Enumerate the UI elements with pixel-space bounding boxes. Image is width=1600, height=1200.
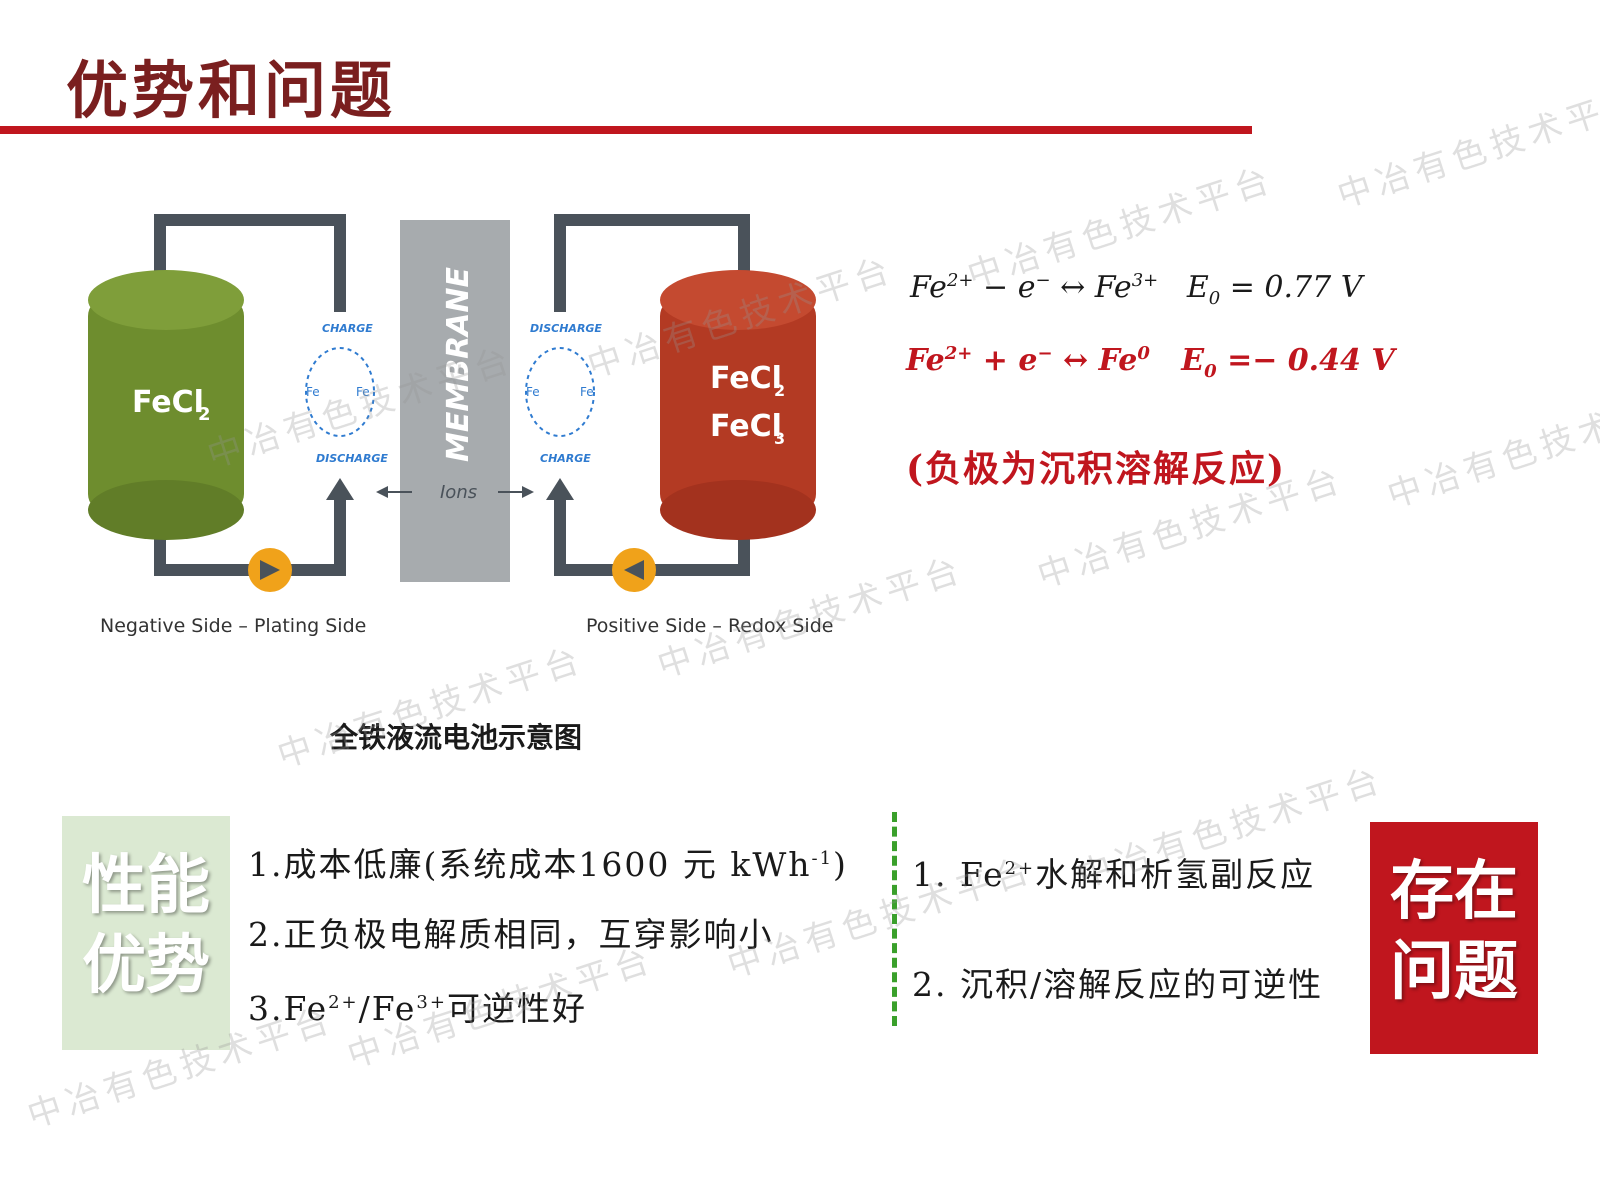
eq1-electron-charge: − xyxy=(1035,270,1051,291)
watermark: 中冶有色技术平台 xyxy=(1332,79,1600,217)
pos-ion-loop xyxy=(525,347,595,437)
pos-pump-arrow xyxy=(624,560,644,580)
advantage-item-1-close: ) xyxy=(833,845,848,884)
pos-ion-b: Fe xyxy=(580,385,594,399)
neg-pump-arrow xyxy=(260,560,280,580)
problem-item-1-a: 1. Fe xyxy=(912,855,1005,894)
negative-side-label: Negative Side – Plating Side xyxy=(100,615,366,637)
eq1-species: Fe xyxy=(910,270,947,305)
eq1-product: ↔ Fe xyxy=(1050,270,1132,305)
eq2-potential-value: =− 0.44 V xyxy=(1216,343,1395,378)
advantages-label-line2: 优势 xyxy=(82,929,210,1003)
diagram-caption: 全铁液流电池示意图 xyxy=(330,721,583,754)
pos-discharge-label: DISCHARGE xyxy=(530,322,602,335)
membrane xyxy=(400,220,510,582)
eq2-potential-sub: 0 xyxy=(1204,361,1217,382)
advantage-item-3-a: 3.Fe xyxy=(248,989,329,1028)
advantages-badge xyxy=(62,816,230,1050)
eq2-operator: + e xyxy=(972,343,1038,378)
eq1-potential-sub: 0 xyxy=(1208,288,1221,309)
neg-ion-b: Fe xyxy=(356,385,370,399)
positive-side-label: Positive Side – Redox Side xyxy=(586,615,833,637)
page-title: 优势和问题 xyxy=(66,54,397,127)
equation-note: (负极为沉积溶解反应) xyxy=(906,448,1287,490)
pos-ion-a: Fe xyxy=(526,385,540,399)
eq1-potential-value: = 0.77 V xyxy=(1220,270,1363,305)
membrane-label: MEMBRANE xyxy=(441,267,476,462)
pos-tank-label-2: FeCl xyxy=(710,409,782,444)
negative-tank xyxy=(88,270,244,540)
problems-badge xyxy=(1370,822,1538,1054)
advantage-item-3-sup2: 3+ xyxy=(416,992,447,1013)
title-underline xyxy=(0,126,1252,134)
neg-top-pipe xyxy=(154,214,346,312)
pos-tank-label-1-sub: 2 xyxy=(774,381,785,400)
eq2-potential-symbol: E xyxy=(1181,343,1205,378)
eq1-product-charge: 3+ xyxy=(1131,270,1159,291)
advantage-item-3-c: 可逆性好 xyxy=(446,989,587,1028)
problem-item-2: 2. 沉积/溶解反应的可逆性 xyxy=(912,965,1324,1004)
section-divider xyxy=(892,812,897,1026)
problems-label-line1: 存在 xyxy=(1390,855,1518,929)
advantages-label-line1: 性能 xyxy=(82,849,210,923)
problem-item-1: 1. Fe2+水解和析氢副反应 xyxy=(912,848,1315,896)
eq1-potential-symbol: E xyxy=(1186,270,1209,305)
eq2-species: Fe xyxy=(906,343,945,378)
positive-tank xyxy=(660,270,816,540)
problems-label: 存在 问题 xyxy=(1370,852,1538,1012)
pos-bottom-pipe-arrow xyxy=(546,478,574,500)
pos-top-pipe xyxy=(554,214,750,312)
problems-label-line2: 问题 xyxy=(1390,935,1518,1009)
neg-ion-loop xyxy=(305,347,375,437)
neg-discharge-label: DISCHARGE xyxy=(316,452,388,465)
eq2-product: ↔ Fe xyxy=(1052,343,1138,378)
watermark: 中冶有色技术平台 xyxy=(1382,379,1600,517)
advantage-item-2: 2.正负极电解质相同，互穿影响小 xyxy=(248,915,774,954)
advantage-item-3-sup1: 2+ xyxy=(328,992,359,1013)
equation-negative: Fe2+ + e− ↔ Fe0 E0 =− 0.44 V xyxy=(906,343,1395,382)
eq1-species-charge: 2+ xyxy=(946,270,974,291)
ions-label: Ions xyxy=(440,482,477,503)
advantage-item-3: 3.Fe2+/Fe3+可逆性好 xyxy=(248,982,587,1030)
eq1-operator: − e xyxy=(973,270,1036,305)
neg-bottom-pipe-arrow xyxy=(326,478,354,500)
problem-item-1-sup: 2+ xyxy=(1004,858,1036,879)
eq2-electron-charge: − xyxy=(1037,343,1053,364)
advantage-item-1-text: 1.成本低廉(系统成本1600 元 kWh xyxy=(248,845,812,884)
neg-ion-a: Fe xyxy=(306,385,320,399)
neg-charge-label: CHARGE xyxy=(322,322,373,335)
problem-item-1-b: 水解和析氢副反应 xyxy=(1035,855,1316,894)
pos-charge-label: CHARGE xyxy=(540,452,591,465)
advantage-item-1-sup: -1 xyxy=(811,848,834,869)
eq2-product-charge: 0 xyxy=(1137,343,1150,364)
pos-tank-label-1: FeCl xyxy=(710,361,782,396)
eq2-species-charge: 2+ xyxy=(944,343,973,364)
advantage-item-3-b: /Fe xyxy=(358,989,417,1028)
advantages-label: 性能 优势 xyxy=(62,846,230,1006)
flow-battery-diagram: FeCl 2 CHARGE DISCHARGE Fe Fe MEMBRANE I… xyxy=(88,214,833,637)
pos-tank-label-2-sub: 3 xyxy=(774,429,785,448)
neg-tank-label: FeCl xyxy=(132,385,204,420)
advantage-item-1: 1.成本低廉(系统成本1600 元 kWh-1) xyxy=(248,838,848,886)
equation-positive: Fe2+ − e− ↔ Fe3+ E0 = 0.77 V xyxy=(910,270,1362,309)
neg-tank-label-sub: 2 xyxy=(198,404,211,425)
